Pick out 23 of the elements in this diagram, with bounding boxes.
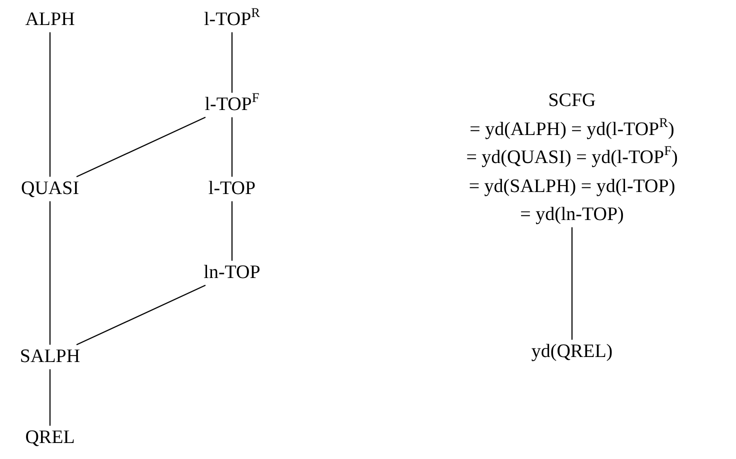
equation-line: = yd(QUASI) = yd(l-TOP$^{F}$) <box>466 144 678 170</box>
node-label: l-TOP <box>208 176 256 201</box>
node-label: l-TOP$^{R}$ <box>204 6 260 32</box>
equation-line: = yd(SALPH) = yd(l-TOP) <box>468 174 676 198</box>
connector-line <box>76 284 206 346</box>
equation-line: = yd(ALPH) = yd(l-TOP$^{R}$) <box>468 115 676 142</box>
node-label: QUASI <box>20 176 80 201</box>
connector-line <box>49 32 51 177</box>
connector-line <box>231 117 233 177</box>
node-label: ALPH <box>25 8 75 32</box>
connector-line <box>49 201 51 345</box>
node-label: l-TOP$^{F}$ <box>204 90 260 117</box>
node-label: yd(QREL) <box>531 340 613 364</box>
node-label: SALPH <box>20 344 80 369</box>
equation-line: = yd(ln-TOP) <box>519 202 625 227</box>
connector-line <box>571 227 573 340</box>
node-label: QREL <box>25 426 75 450</box>
node-label: ln-TOP <box>204 260 260 285</box>
connector-line <box>49 369 51 426</box>
connector-line <box>231 201 233 261</box>
connector-line <box>231 32 233 93</box>
connector-line <box>76 116 206 178</box>
equation-line: SCFG <box>547 88 597 113</box>
